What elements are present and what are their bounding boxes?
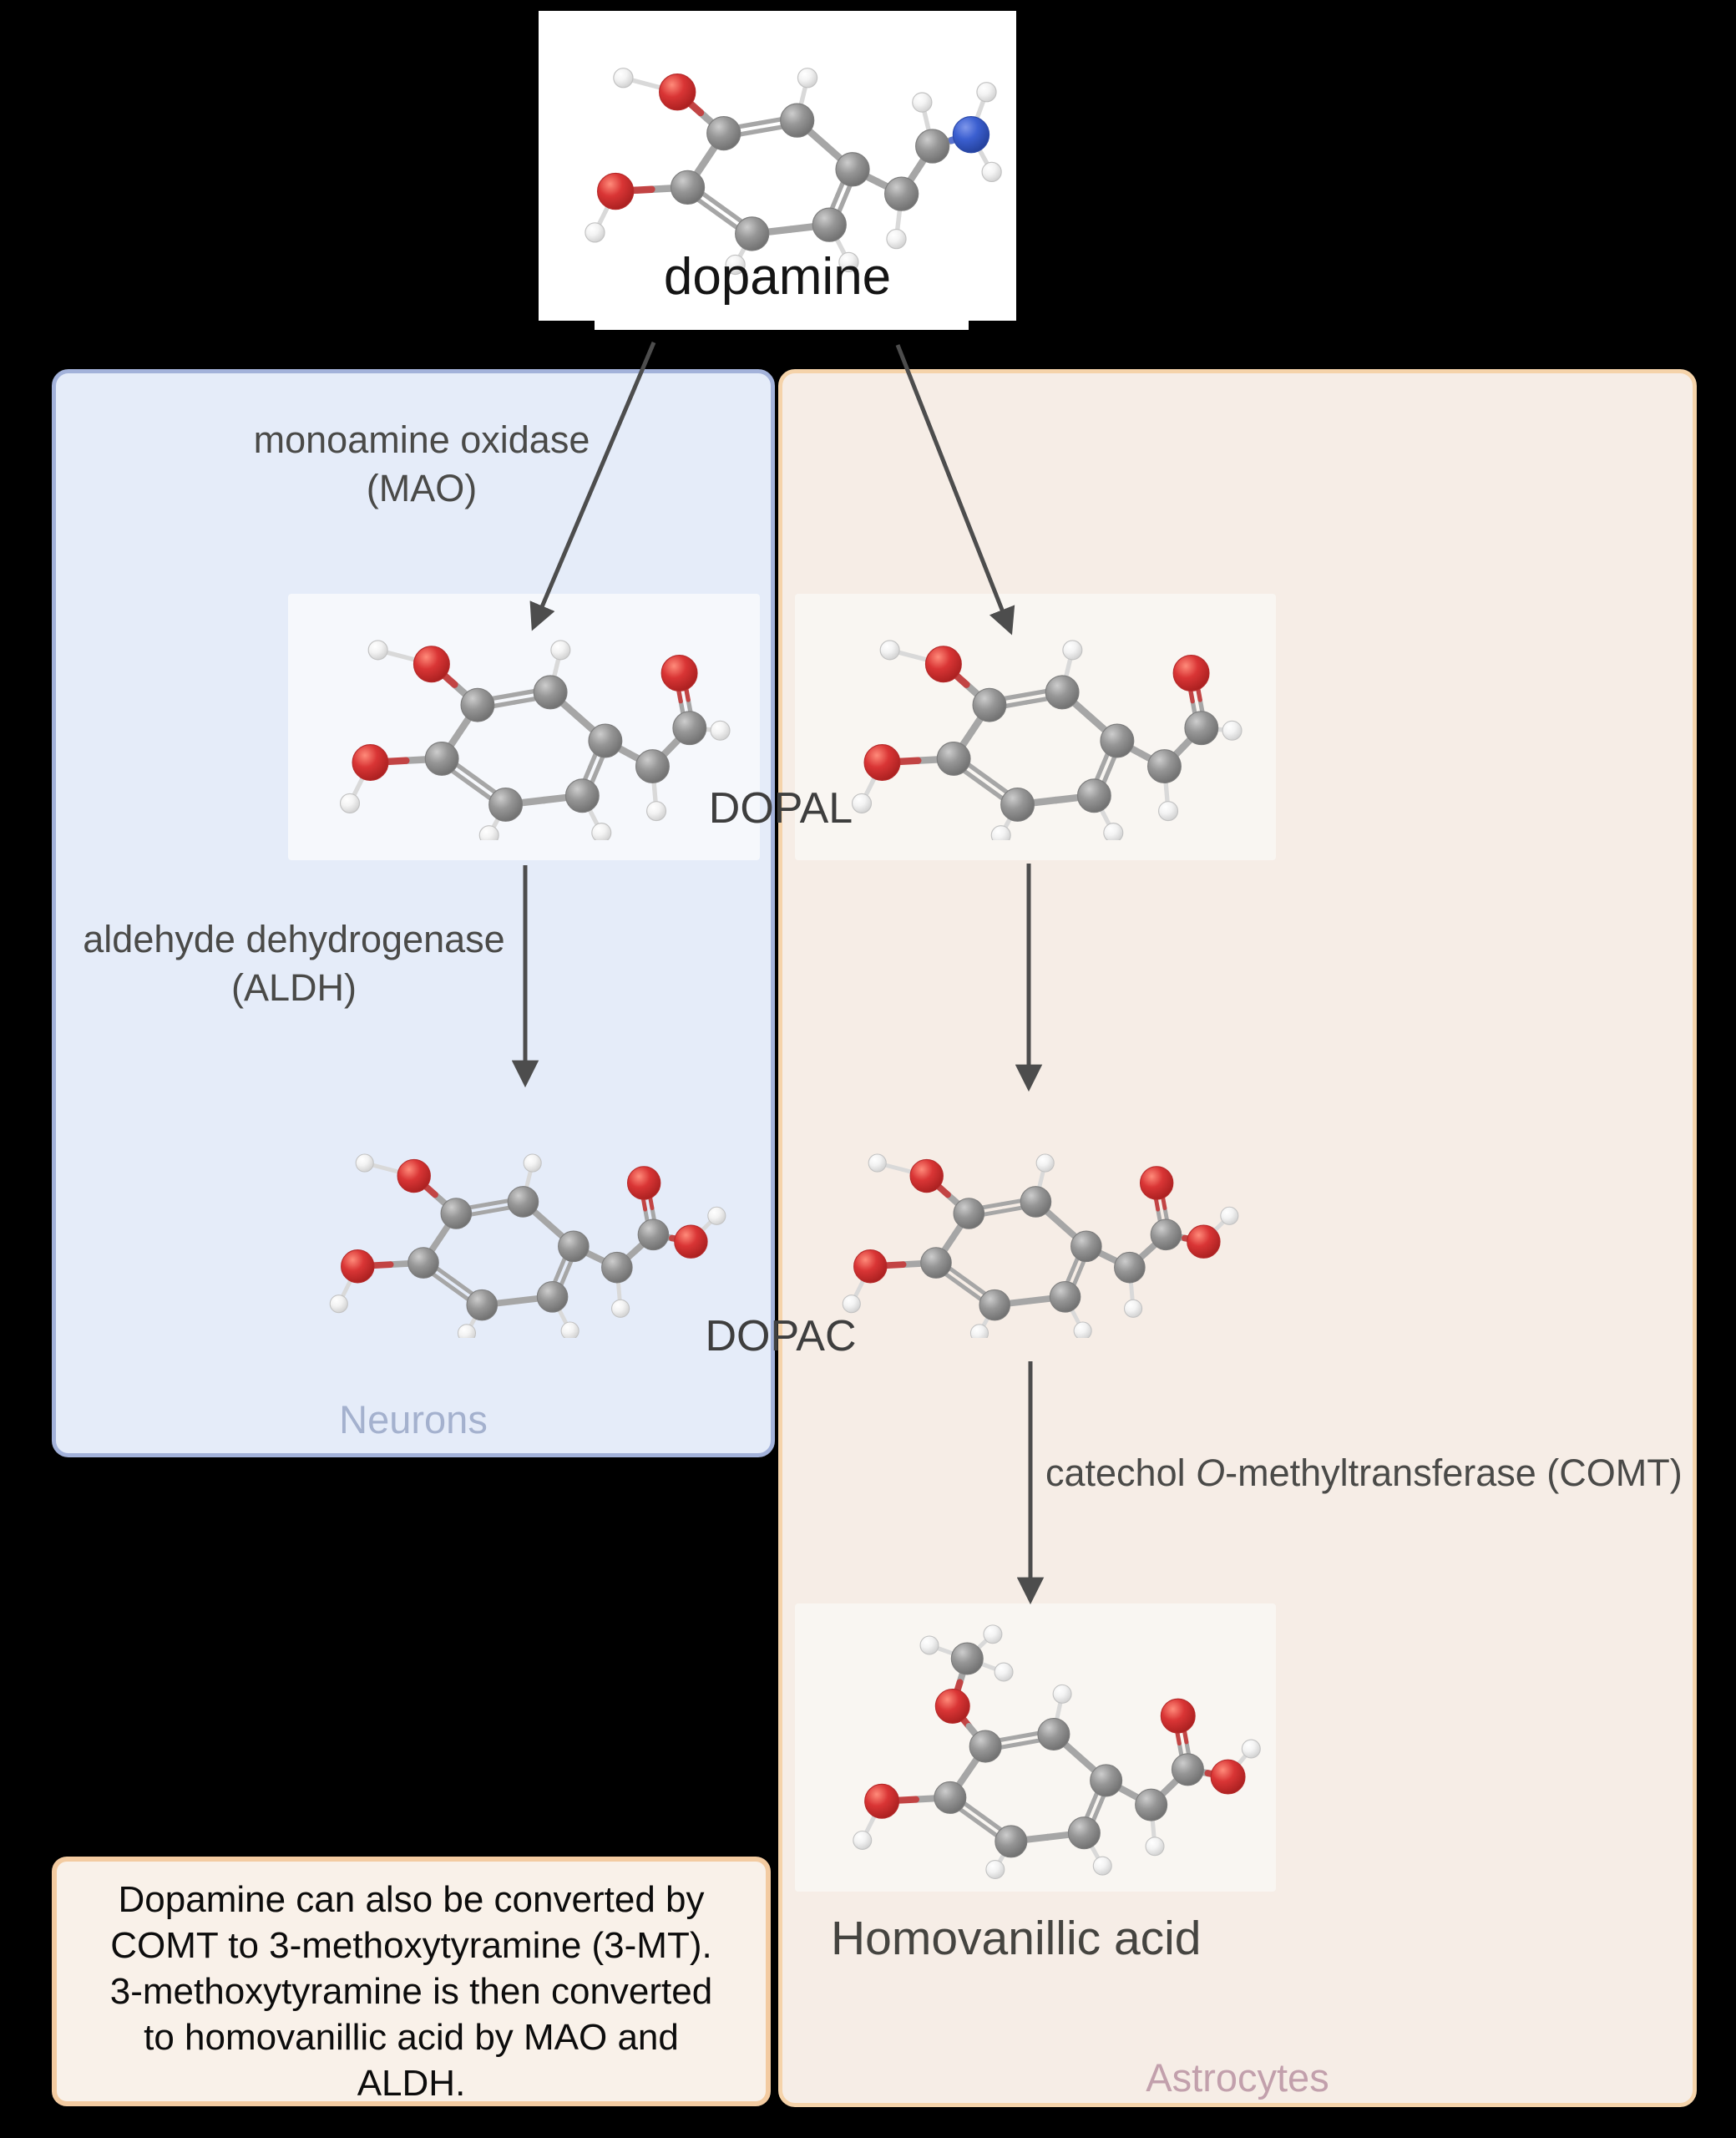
comt-enzyme-label: catechol O-methyltransferase (COMT): [1045, 1449, 1705, 1497]
mao-line2: (MAO): [366, 467, 478, 509]
aldh-line1: aldehyde dehydrogenase: [83, 918, 505, 960]
note-line-2: COMT to 3-methoxytyramine (3-MT).: [110, 1925, 712, 1966]
astrocytes-region-label: Astrocytes: [1146, 2055, 1329, 2100]
neurons-region-label: Neurons: [339, 1397, 488, 1441]
aldh-line2: (ALDH): [230, 966, 357, 1009]
dopal-molecule-image-astrocytes: [818, 610, 1253, 846]
homovanillic-acid-image-box: [795, 1604, 1276, 1892]
mao-line1: monoamine oxidase: [253, 418, 590, 461]
dopal-molecule-image-neurons: [306, 610, 741, 846]
dopac-molecule-image-neurons: [299, 1127, 733, 1343]
note-line-5: ALDH.: [357, 2063, 466, 2104]
dopamine-label: dopamine: [663, 248, 892, 306]
mao-enzyme-label: monoamine oxidase (MAO): [129, 416, 714, 513]
comt-italic-o: O: [1196, 1452, 1226, 1494]
comt-prefix: catechol: [1045, 1452, 1197, 1494]
note-box: Dopamine can also be converted by COMT t…: [52, 1857, 771, 2106]
note-line-3: 3-methoxytyramine is then converted: [109, 1971, 713, 2012]
dopamine-panel: [539, 11, 1016, 321]
aldh-enzyme-label: aldehyde dehydrogenase (ALDH): [23, 915, 565, 1012]
note-line-1: Dopamine can also be converted by: [118, 1879, 705, 1920]
dopac-label: DOPAC: [705, 1312, 857, 1360]
comt-suffix: -methyltransferase (COMT): [1225, 1452, 1683, 1494]
note-line-4: to homovanillic acid by MAO and: [144, 2017, 679, 2058]
homovanillic-acid-molecule-image: [810, 1614, 1261, 1886]
dopamine-molecule-image: [551, 25, 1002, 287]
dopac-molecule-image-astrocytes: [812, 1127, 1246, 1343]
dopal-label: DOPAL: [708, 784, 853, 833]
homovanillic-acid-label: Homovanillic acid: [831, 1912, 1202, 1965]
dopamine-panel-strip: [595, 321, 969, 330]
